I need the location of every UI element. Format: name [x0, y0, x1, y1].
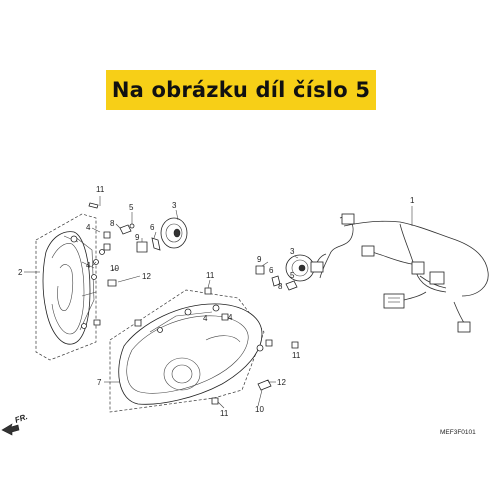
- callout-11: 11: [220, 409, 229, 418]
- position-bulb-5: [285, 280, 298, 291]
- left-headlight-reflector: [57, 264, 74, 311]
- callout-4: 4: [203, 314, 208, 323]
- callout-11: 11: [96, 185, 105, 194]
- callout-9: 9: [257, 255, 262, 264]
- callouts: 1 2 3 3 4 4 4 4 5 5 6 6 7 8 8 9 9 10 10 …: [18, 185, 415, 418]
- left-screws: [88, 202, 117, 326]
- bulb-6: [151, 237, 161, 251]
- front-label: FR.: [14, 412, 29, 425]
- connector-icon: [429, 271, 445, 285]
- callout-11: 11: [206, 271, 215, 280]
- callout-12: 12: [277, 378, 286, 387]
- connector-icon: [341, 213, 355, 225]
- connector-icon: [457, 321, 471, 333]
- callout-3: 3: [172, 201, 177, 210]
- position-bulb-5: [119, 224, 132, 235]
- callout-7: 7: [97, 378, 102, 387]
- callout-9: 9: [135, 233, 140, 242]
- right-projector: [163, 357, 201, 391]
- callout-4: 4: [228, 313, 233, 322]
- screw-icon: [103, 231, 111, 239]
- screw-icon: [103, 243, 111, 251]
- callout-10: 10: [255, 405, 264, 414]
- right-screws: [134, 287, 299, 405]
- callout-3: 3: [290, 247, 295, 256]
- screw-icon: [134, 319, 142, 327]
- callout-6: 6: [269, 266, 274, 275]
- callout-4: 4: [86, 261, 91, 270]
- left-grommet: [70, 235, 78, 243]
- callout-10: 10: [110, 264, 119, 273]
- front-arrow: FR.: [1, 412, 29, 436]
- callout-5: 5: [129, 203, 134, 212]
- callout-8: 8: [278, 282, 283, 291]
- socket-9: [136, 241, 148, 253]
- connector-icon: [383, 293, 405, 309]
- connector-icon: [411, 261, 425, 275]
- screw-icon: [204, 287, 212, 295]
- wire-harness: [310, 213, 489, 333]
- callout-2: 2: [18, 268, 23, 277]
- callout-6: 6: [150, 223, 155, 232]
- front-arrow-icon: [1, 423, 20, 436]
- callout-8: 8: [110, 219, 115, 228]
- bolt-icon: [257, 379, 272, 391]
- left-bulbs: [119, 217, 188, 253]
- right-headlight-outline: [109, 289, 265, 413]
- screw-icon: [88, 202, 99, 209]
- left-headlight-assembly: [35, 213, 105, 361]
- socket-9: [255, 265, 265, 275]
- left-headlight-outline: [35, 213, 97, 361]
- callout-4: 4: [86, 223, 91, 232]
- leader-lines: [24, 196, 413, 409]
- right-headlight-lens: [126, 315, 249, 394]
- connector-icon: [361, 245, 375, 257]
- callout-1: 1: [410, 196, 415, 205]
- connector-icon: [310, 261, 324, 273]
- part-number-banner: Na obrázku díl číslo 5: [106, 70, 376, 110]
- banner-text: Na obrázku díl číslo 5: [111, 78, 371, 102]
- bolt-icon: [107, 279, 117, 287]
- diagram-code: MEF3F0101: [440, 429, 476, 436]
- callout-5: 5: [290, 271, 295, 280]
- callout-11: 11: [292, 351, 301, 360]
- bulb-6: [271, 275, 281, 287]
- left-headlight-lens: [51, 243, 85, 335]
- right-headlight-housing: [118, 303, 263, 405]
- right-bulbs: [255, 254, 315, 291]
- callout-12: 12: [142, 272, 151, 281]
- right-headlight-assembly: [109, 289, 265, 413]
